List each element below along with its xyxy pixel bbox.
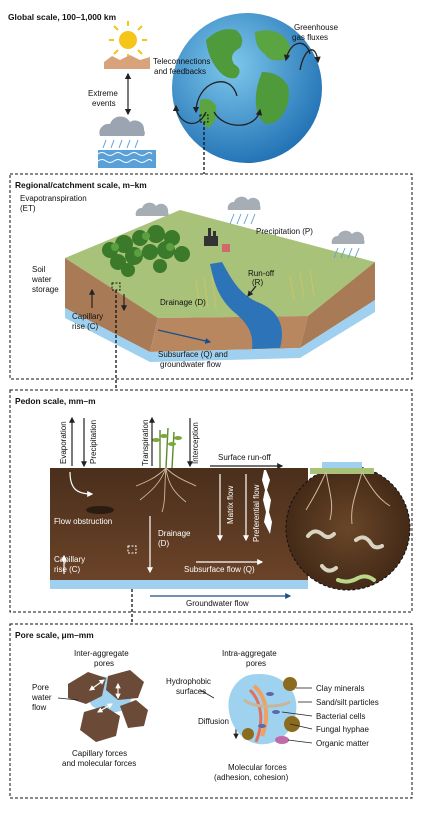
rain-cloud-icon <box>227 196 261 225</box>
greenhouse-label-2: gas fluxes <box>292 33 328 42</box>
greenhouse-label-1: Greenhouse <box>294 23 339 32</box>
inter-aggregate-label-2: pores <box>94 659 114 668</box>
preferential-flow-label: Preferential flow <box>252 484 261 542</box>
precipitation-label-pedon: Precipitation <box>89 420 98 464</box>
soil-water-label-3: storage <box>32 285 59 294</box>
extreme-events-label-2: events <box>92 99 116 108</box>
molecular-forces-label-1: Molecular forces <box>228 763 287 772</box>
subsurface-label-2: groundwater flow <box>160 360 221 369</box>
pedon-scale-panel: Pedon scale, mm–m <box>9 389 413 624</box>
clay-minerals-label: Clay minerals <box>316 684 364 693</box>
drainage-label-pedon-2: (D) <box>158 539 169 548</box>
dry-land-icon <box>104 55 150 69</box>
intra-aggregate-illustration <box>228 673 300 745</box>
pore-water-leader <box>57 697 79 701</box>
soil-water-label-2: water <box>31 275 52 284</box>
pore-water-label-2: water <box>31 693 52 702</box>
earth-globe-icon <box>172 13 322 163</box>
et-cloud-icon <box>135 202 169 216</box>
landscape-block <box>65 210 375 362</box>
pore-scale-title: Pore scale, μm–mm <box>15 630 94 640</box>
plant-icon <box>135 427 197 513</box>
flood-water-icon <box>97 150 156 168</box>
capillary-label-pedon-1: Capillary <box>54 555 85 564</box>
subsurface-label-1: Subsurface (Q) and <box>158 350 228 359</box>
inter-aggregate-label-1: Inter-aggregate <box>74 649 129 658</box>
capillary-label-pedon-2: rise (C) <box>54 565 81 574</box>
intra-legend-leaders <box>281 687 313 744</box>
rain-cloud-icon-2 <box>331 230 365 259</box>
runoff-label-1: Run-off <box>248 269 275 278</box>
hydrophobic-label-1: Hydrophobic <box>166 677 211 686</box>
surface-runoff-label: Surface run-off <box>218 453 272 462</box>
drainage-label: Drainage (D) <box>160 298 206 307</box>
evaporation-label: Evaporation <box>59 421 68 464</box>
extreme-events-label-1: Extreme <box>88 89 118 98</box>
matrix-flow-label: Matrix flow <box>226 486 235 524</box>
pore-water-label-3: flow <box>32 703 46 712</box>
organic-matter-label: Organic matter <box>316 739 369 748</box>
regional-scale-panel: Regional/catchment scale, m–km <box>9 173 413 390</box>
precipitation-label: Precipitation (P) <box>256 227 313 236</box>
groundwater-label: Groundwater flow <box>186 599 249 608</box>
pedon-scale-frame <box>9 389 413 613</box>
flow-obstruction-label: Flow obstruction <box>54 517 112 526</box>
hydrophobic-leader <box>199 689 215 699</box>
pedon-zoom-circle <box>285 462 411 591</box>
pedon-zoom-box <box>127 545 137 554</box>
hydrophobic-label-2: surfaces <box>176 687 206 696</box>
runoff-label-2: (R) <box>252 278 263 287</box>
subsurface-label-pedon: Subsurface flow (Q) <box>184 565 255 574</box>
teleconnections-label-2: and feedbacks <box>154 67 206 76</box>
pedon-soil-arrows <box>61 471 264 574</box>
preferential-flow-crack <box>262 470 272 534</box>
regional-scale-frame <box>9 173 413 380</box>
bacterial-cells-label: Bacterial cells <box>316 712 365 721</box>
pore-water-arrows <box>89 679 121 713</box>
regional-arrows <box>89 285 257 344</box>
storm-cloud-icon <box>99 116 145 149</box>
stone-icon <box>86 506 114 514</box>
global-flux-arrows <box>172 42 321 126</box>
factory-icon <box>204 228 230 252</box>
pore-water-label-1: Pore <box>32 683 49 692</box>
fungal-hyphae-label: Fungal hyphae <box>316 725 369 734</box>
regional-scale-title: Regional/catchment scale, m–km <box>15 180 147 190</box>
global-scale-panel: Global scale, 100–1,000 km Extreme event… <box>8 12 339 174</box>
sun-icon <box>109 21 147 59</box>
diffusion-label: Diffusion <box>198 717 229 726</box>
intra-aggregate-label-2: pores <box>246 659 266 668</box>
transpiration-label: Transpiration <box>141 420 150 466</box>
groundwater-layer <box>50 580 308 589</box>
sand-silt-label: Sand/silt particles <box>316 698 379 707</box>
molecular-forces-label-2: (adhesion, cohesion) <box>214 773 289 782</box>
capillary-forces-label-1: Capillary forces <box>72 749 127 758</box>
pedon-above-arrows <box>69 416 284 469</box>
et-label-1: Evapotranspiration <box>20 194 87 203</box>
capillary-forces-label-2: and molecular forces <box>62 759 136 768</box>
et-label-2: (ET) <box>20 204 36 213</box>
global-scale-title: Global scale, 100–1,000 km <box>8 12 116 22</box>
drainage-label-pedon-1: Drainage <box>158 529 191 538</box>
intra-aggregate-label-1: Intra-aggregate <box>222 649 277 658</box>
interception-label: Interception <box>191 422 200 464</box>
capillary-label-1: Capillary <box>72 312 103 321</box>
pore-scale-panel: Pore scale, μm–mm Inter-aggregate pores … <box>9 623 413 799</box>
teleconnections-label-1: Teleconnections <box>153 57 210 66</box>
pedon-scale-title: Pedon scale, mm–m <box>15 396 96 406</box>
soil-water-label-1: Soil <box>32 265 46 274</box>
pore-scale-frame <box>9 623 413 799</box>
capillary-label-2: rise (C) <box>72 322 99 331</box>
